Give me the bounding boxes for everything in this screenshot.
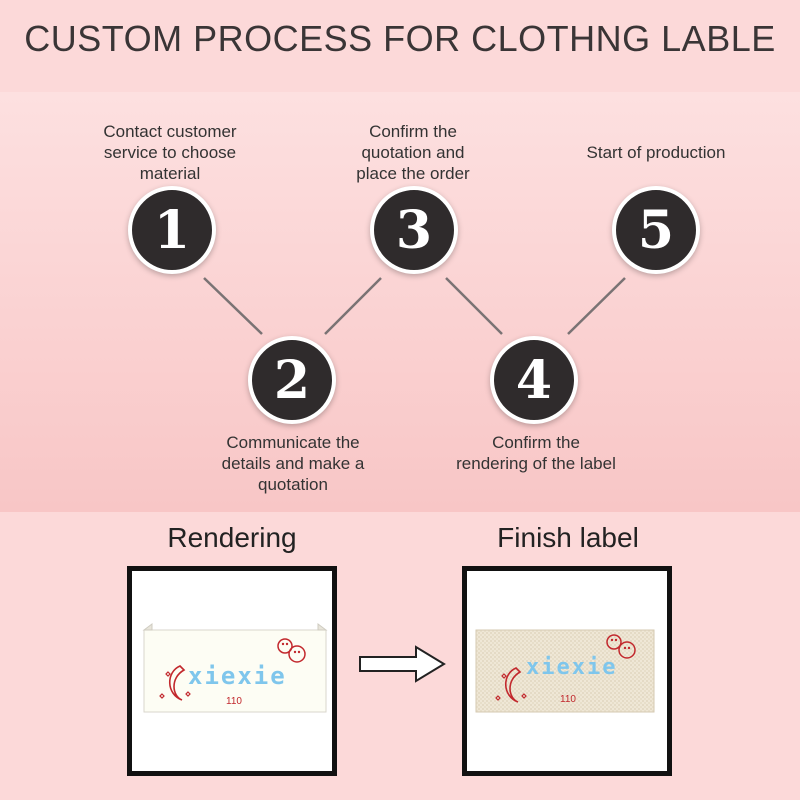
connector-2-3 [324,277,382,335]
bubble-faces-icon [277,638,306,663]
page-title: CUSTOM PROCESS FOR CLOTHNG LABLE [24,18,776,59]
step-4-line-1: Confirm the [492,433,580,452]
bubble-faces-icon [606,634,636,659]
finish-label-size: 110 [560,694,576,705]
step-1-line-3: material [139,164,201,183]
step-3-text: Confirm the quotation and place the orde… [303,121,523,184]
rendering-title: Rendering [167,522,297,553]
step-5-text: Start of production [546,142,766,163]
step-5-circle: 5 [612,186,700,274]
rendering-label-size: 110 [226,696,242,707]
step-5-line-1: Start of production [586,143,726,162]
right-arrow-icon [359,645,446,683]
step-1-circle: 1 [128,186,216,274]
step-3-line-1: Confirm the [369,122,457,141]
finish-label: xiexie 110 [475,629,655,713]
step-2-line-1: Communicate the [226,433,360,452]
step-2-text: Communicate the details and make a quota… [183,432,403,495]
moon-icon [495,667,527,703]
connector-1-2 [203,277,263,335]
rendering-label: xiexie 110 [142,623,328,713]
step-1-line-2: service to choose [103,143,237,162]
moon-icon [159,665,191,701]
connector-4-5 [567,277,626,335]
step-2-circle: 2 [248,336,336,424]
step-1-line-1: Contact customer [103,122,237,141]
step-2-line-3: quotation [258,475,328,494]
step-3-line-2: quotation and [361,143,465,162]
step-3-circle: 3 [370,186,458,274]
step-2-line-2: details and make a [221,454,365,473]
process-band [0,92,800,512]
step-1-text: Contact customer service to choose mater… [60,121,280,184]
connector-3-4 [445,277,503,335]
step-3-line-3: place the order [356,164,470,183]
step-4-text: Confirm the rendering of the label [426,432,646,474]
step-4-line-2: rendering of the label [456,454,616,473]
rendering-label-text: xiexie [188,662,287,690]
finish-label-title: Finish label [497,522,639,553]
step-4-circle: 4 [490,336,578,424]
finish-label-text: xiexie [526,655,617,680]
